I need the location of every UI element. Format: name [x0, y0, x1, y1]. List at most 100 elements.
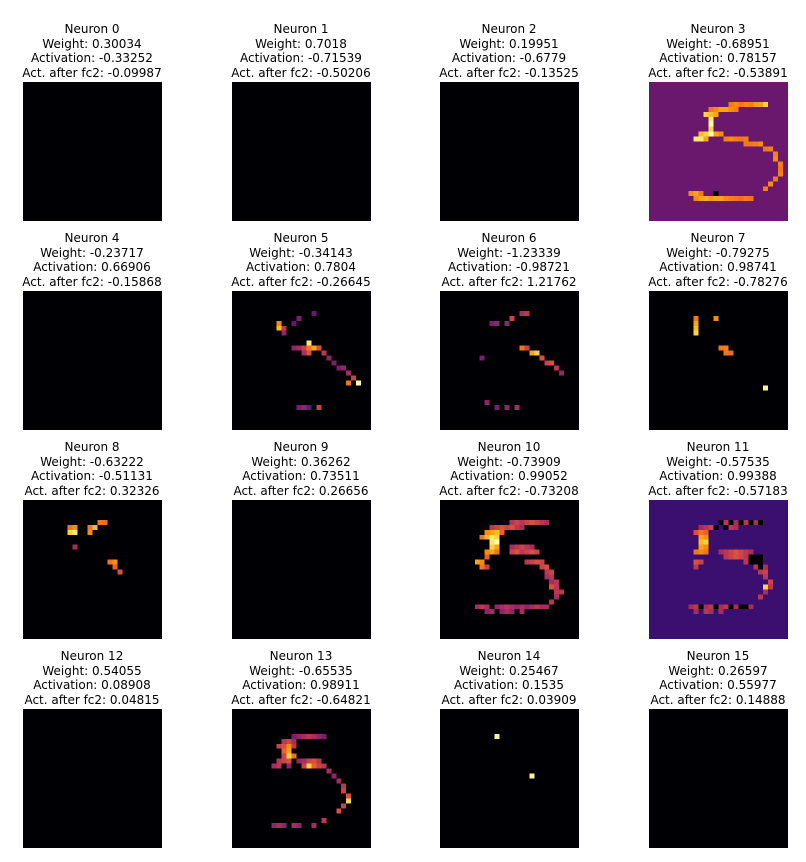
- after-fc2-label: Act. after fc2: -0.64821: [231, 692, 371, 707]
- map-pixel: [728, 196, 734, 202]
- map-pixel: [748, 554, 754, 560]
- map-pixel: [738, 519, 744, 525]
- map-pixel: [733, 101, 739, 107]
- map-pixel: [529, 350, 535, 356]
- map-pixel: [316, 345, 322, 351]
- map-pixel: [748, 141, 754, 147]
- map-pixel: [723, 345, 729, 351]
- neuron-label: Neuron 5: [273, 231, 329, 245]
- map-pixel: [296, 405, 302, 411]
- map-pixel: [693, 529, 699, 535]
- map-pixel: [499, 524, 505, 530]
- map-pixel: [306, 405, 312, 411]
- map-pixel: [494, 604, 500, 610]
- map-pixel: [494, 529, 500, 535]
- map-pixel: [286, 743, 292, 749]
- map-pixel: [296, 315, 302, 321]
- map-pixel: [504, 524, 510, 530]
- map-pixel: [316, 758, 322, 764]
- map-pixel: [271, 763, 277, 769]
- map-pixel: [489, 544, 495, 550]
- map-pixel: [698, 529, 704, 535]
- map-pixel: [489, 320, 495, 326]
- map-pixel: [326, 355, 332, 361]
- map-pixel: [698, 604, 704, 610]
- map-pixel: [763, 385, 769, 391]
- map-pixel: [271, 823, 277, 829]
- map-pixel: [484, 549, 490, 555]
- map-pixel: [281, 758, 287, 764]
- map-pixel: [758, 594, 764, 600]
- map-pixel: [703, 539, 709, 545]
- map-pixel: [479, 559, 485, 565]
- after-fc2-label: Act. after fc2: 0.04815: [24, 692, 160, 707]
- after-fc2-label: Act. after fc2: 1.21762: [441, 274, 577, 289]
- map-background: [440, 82, 579, 221]
- map-pixel: [311, 733, 317, 739]
- map-pixel: [479, 534, 485, 540]
- neuron-label: Neuron 2: [481, 22, 537, 36]
- map-pixel: [296, 758, 302, 764]
- activation-label: Activation: 0.1535: [454, 678, 564, 692]
- map-pixel: [494, 544, 500, 550]
- weight-label: Weight: 0.19951: [459, 36, 559, 51]
- map-pixel: [723, 136, 729, 142]
- map-pixel: [534, 559, 540, 565]
- map-pixel: [87, 524, 93, 530]
- map-pixel: [738, 101, 744, 107]
- map-pixel: [733, 196, 739, 202]
- map-pixel: [763, 186, 769, 192]
- map-pixel: [539, 604, 545, 610]
- map-pixel: [301, 763, 307, 769]
- neuron-label: Neuron 10: [477, 440, 541, 454]
- map-pixel: [524, 310, 530, 316]
- map-pixel: [713, 191, 719, 197]
- map-pixel: [773, 176, 779, 182]
- map-pixel: [499, 529, 505, 535]
- map-pixel: [713, 106, 719, 112]
- map-pixel: [67, 524, 73, 530]
- map-pixel: [301, 350, 307, 356]
- map-pixel: [494, 524, 500, 530]
- weight-label: Weight: 0.54055: [42, 663, 142, 678]
- neuron-label: Neuron 3: [690, 22, 746, 36]
- map-pixel: [723, 350, 729, 356]
- map-pixel: [351, 375, 357, 381]
- map-pixel: [549, 569, 555, 575]
- map-pixel: [281, 330, 287, 336]
- map-pixel: [554, 365, 560, 371]
- activation-label: Activation: 0.55977: [659, 678, 777, 692]
- map-pixel: [728, 554, 734, 560]
- map-pixel: [341, 788, 347, 794]
- weight-label: Weight: -0.65535: [249, 663, 353, 678]
- map-background: [649, 291, 788, 430]
- map-pixel: [276, 743, 282, 749]
- neuron-label: Neuron 7: [690, 231, 746, 245]
- map-pixel: [549, 599, 555, 605]
- map-background: [23, 500, 162, 639]
- map-pixel: [499, 609, 505, 615]
- map-pixel: [728, 106, 734, 112]
- map-pixel: [534, 549, 540, 555]
- map-pixel: [693, 136, 699, 142]
- map-pixel: [514, 604, 520, 610]
- map-pixel: [281, 748, 287, 754]
- map-pixel: [281, 823, 287, 829]
- map-pixel: [276, 763, 282, 769]
- map-pixel: [484, 604, 490, 610]
- activation-map: [23, 82, 162, 221]
- map-pixel: [753, 101, 759, 107]
- map-pixel: [693, 549, 699, 555]
- map-pixel: [753, 554, 759, 560]
- map-pixel: [494, 320, 500, 326]
- map-pixel: [286, 758, 292, 764]
- weight-label: Weight: -0.23717: [40, 245, 144, 260]
- map-pixel: [758, 564, 764, 570]
- after-fc2-label: Act. after fc2: -0.53891: [648, 65, 788, 80]
